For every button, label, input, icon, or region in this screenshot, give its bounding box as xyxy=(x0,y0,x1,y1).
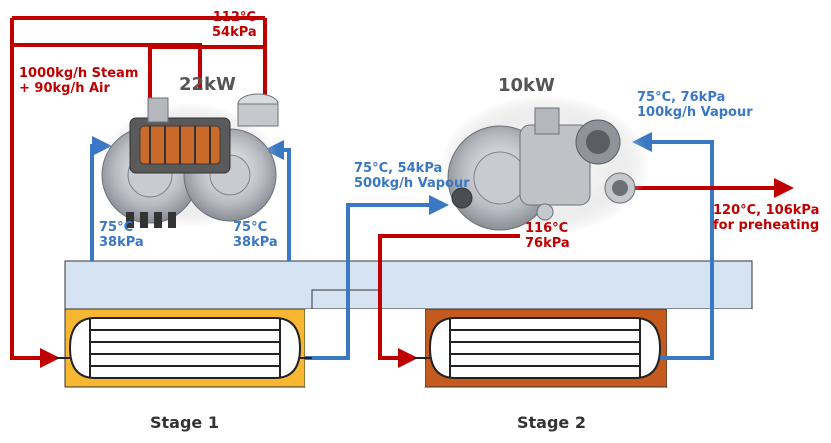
compressor1-discharge-loop xyxy=(148,45,267,100)
stage2-out-temp: 116°C xyxy=(525,221,569,236)
feed-stream-label: 1000kg/h Steam + 90kg/h Air xyxy=(19,66,139,97)
left-inlet-pressure: 38kPa xyxy=(99,234,144,250)
top-stream-label: 112°C 54kPa xyxy=(212,10,257,41)
vapour-return-label: 75°C, 76kPa 100kg/h Vapour xyxy=(637,90,753,121)
stage1-label: Stage 1 xyxy=(150,413,219,432)
compressor1-left-inlet xyxy=(90,136,112,261)
outlet-line-1: 120°C, 106kPa xyxy=(713,203,820,218)
heat-exchanger-2 xyxy=(428,317,662,379)
stage2-label: Stage 2 xyxy=(517,413,586,432)
feed-line-2: + 90kg/h Air xyxy=(19,80,110,96)
right-inlet-pressure: 38kPa xyxy=(233,234,278,250)
vapour-line-2: 100kg/h Vapour xyxy=(637,104,753,120)
compressor2-illustration xyxy=(440,95,650,235)
preheating-label: 120°C, 106kPa for preheating xyxy=(713,203,820,234)
right-inlet-label: 75°C 38kPa xyxy=(233,220,278,251)
stage2-out-pressure: 76kPa xyxy=(525,235,570,251)
stage2-discharge-line xyxy=(378,234,520,368)
top-pressure: 54kPa xyxy=(212,24,257,40)
left-inlet-temp: 75°C xyxy=(99,220,134,235)
outlet-line-2: for preheating xyxy=(713,217,820,233)
stage2-outlet-label: 116°C 76kPa xyxy=(525,221,570,252)
compressor1-illustration xyxy=(100,93,280,228)
mid-line-1: 75°C, 54kPa xyxy=(354,161,443,176)
right-inlet-temp: 75°C xyxy=(233,220,268,235)
left-inlet-label: 75°C 38kPa xyxy=(99,220,144,251)
mid-line-2: 500kg/h Vapour xyxy=(354,175,470,191)
vapour-line-1: 75°C, 76kPa xyxy=(637,90,726,105)
stage2-vapour-return xyxy=(632,132,714,360)
feed-line-1: 1000kg/h Steam xyxy=(19,66,139,81)
heat-exchanger-1 xyxy=(68,317,302,379)
stage2-power: 10kW xyxy=(498,75,555,96)
stage1-vapour-line xyxy=(305,195,449,360)
top-temp: 112°C xyxy=(212,10,256,25)
vapour-tank xyxy=(64,260,753,310)
stage1-power: 22kW xyxy=(179,74,236,95)
mid-vapour-label: 75°C, 54kPa 500kg/h Vapour xyxy=(354,161,470,192)
